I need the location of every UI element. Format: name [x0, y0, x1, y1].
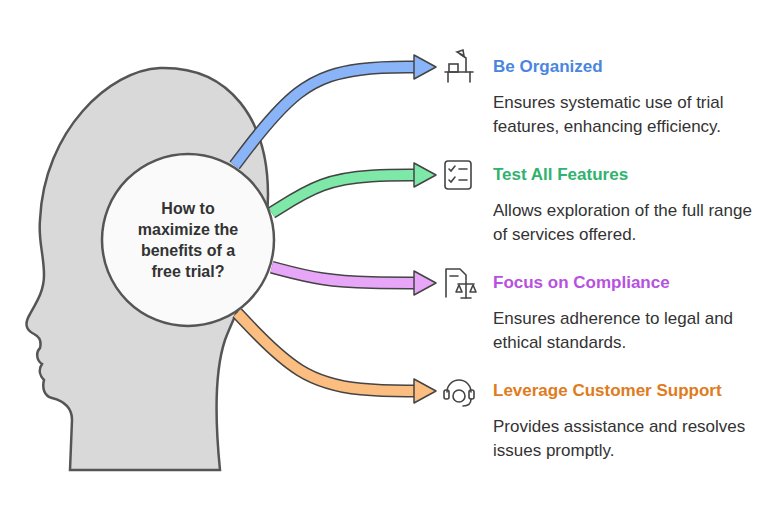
- tip-heading: Be Organized: [493, 56, 755, 78]
- arrow-shaft: [237, 313, 416, 391]
- arrow-outline: [272, 267, 416, 283]
- curved-arrow: [272, 267, 436, 295]
- arrow-head: [414, 163, 436, 187]
- tip-heading: Focus on Compliance: [493, 272, 755, 294]
- tip-description: Provides assistance and resolves issues …: [493, 415, 755, 463]
- tip-description: Ensures systematic use of trial features…: [493, 91, 755, 139]
- arrow-outline: [237, 313, 416, 391]
- tip-heading: Test All Features: [493, 164, 755, 186]
- tip-item: Leverage Customer SupportProvides assist…: [440, 380, 755, 463]
- question-circle: How to maximize the benefits of a free t…: [100, 152, 276, 328]
- desk-icon: [445, 50, 473, 82]
- arrow-outline: [235, 67, 416, 165]
- tip-item: Focus on ComplianceEnsures adherence to …: [440, 272, 755, 355]
- curved-arrow: [235, 55, 436, 165]
- tip-heading: Leverage Customer Support: [493, 380, 755, 402]
- arrow-shaft: [235, 67, 416, 165]
- curved-arrow: [272, 163, 436, 213]
- tip-description: Ensures adherence to legal and ethical s…: [493, 307, 755, 355]
- question-text: How to maximize the benefits of a free t…: [128, 198, 248, 282]
- arrow-head: [414, 55, 436, 79]
- curved-arrow: [237, 313, 436, 403]
- tip-item: Be OrganizedEnsures systematic use of tr…: [440, 56, 755, 139]
- tip-description: Allows exploration of the full range of …: [493, 199, 755, 247]
- checklist-icon: [445, 161, 471, 189]
- arrow-head: [414, 379, 436, 403]
- circle-outline: [100, 152, 276, 328]
- headset-icon: [444, 380, 474, 406]
- arrow-shaft: [272, 175, 416, 213]
- arrow-head: [414, 271, 436, 295]
- compliance-icon: [446, 269, 476, 298]
- arrow-shaft: [272, 267, 416, 283]
- arrow-outline: [272, 175, 416, 213]
- tip-item: Test All FeaturesAllows exploration of t…: [440, 164, 755, 247]
